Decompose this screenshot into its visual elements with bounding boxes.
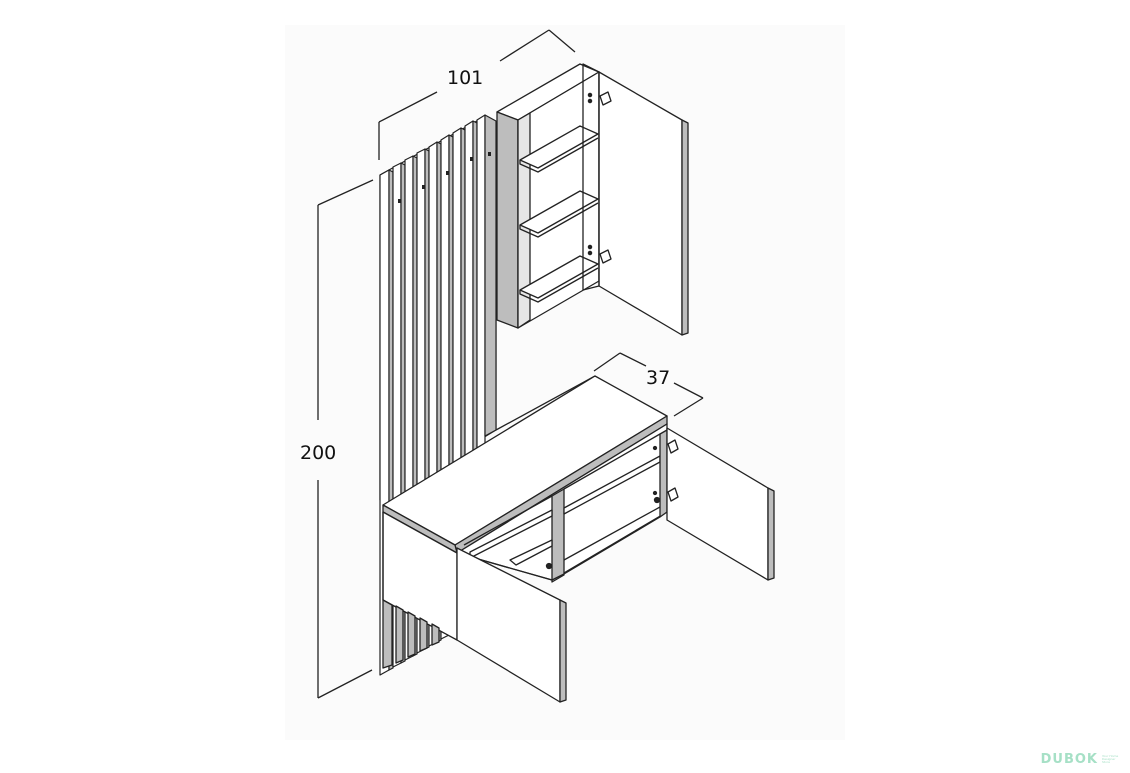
lower-slats: [382, 599, 440, 669]
width-dimension-line: [378, 29, 576, 160]
wall-cabinet-shelves: [519, 125, 599, 303]
height-dimension-label: 200: [300, 442, 336, 464]
dubok-watermark-logo: DUBOK Your Home Designer Store: [1041, 752, 1122, 767]
bench-cabinet: [382, 375, 775, 703]
bench-hinges: [652, 439, 679, 502]
watermark-brand: DUBOK: [1040, 752, 1098, 767]
wall-cabinet: [496, 63, 689, 336]
panel-hooks: [398, 152, 491, 203]
watermark-tagline: Your Home Designer Store: [1102, 754, 1119, 764]
height-dimension-line: [317, 179, 374, 699]
wall-cabinet-hinges: [587, 91, 612, 264]
depth-dimension-line: [593, 352, 704, 417]
depth-dimension-label: 37: [646, 367, 670, 389]
width-dimension-label: 101: [447, 67, 483, 89]
dimension-lines: [317, 29, 704, 699]
